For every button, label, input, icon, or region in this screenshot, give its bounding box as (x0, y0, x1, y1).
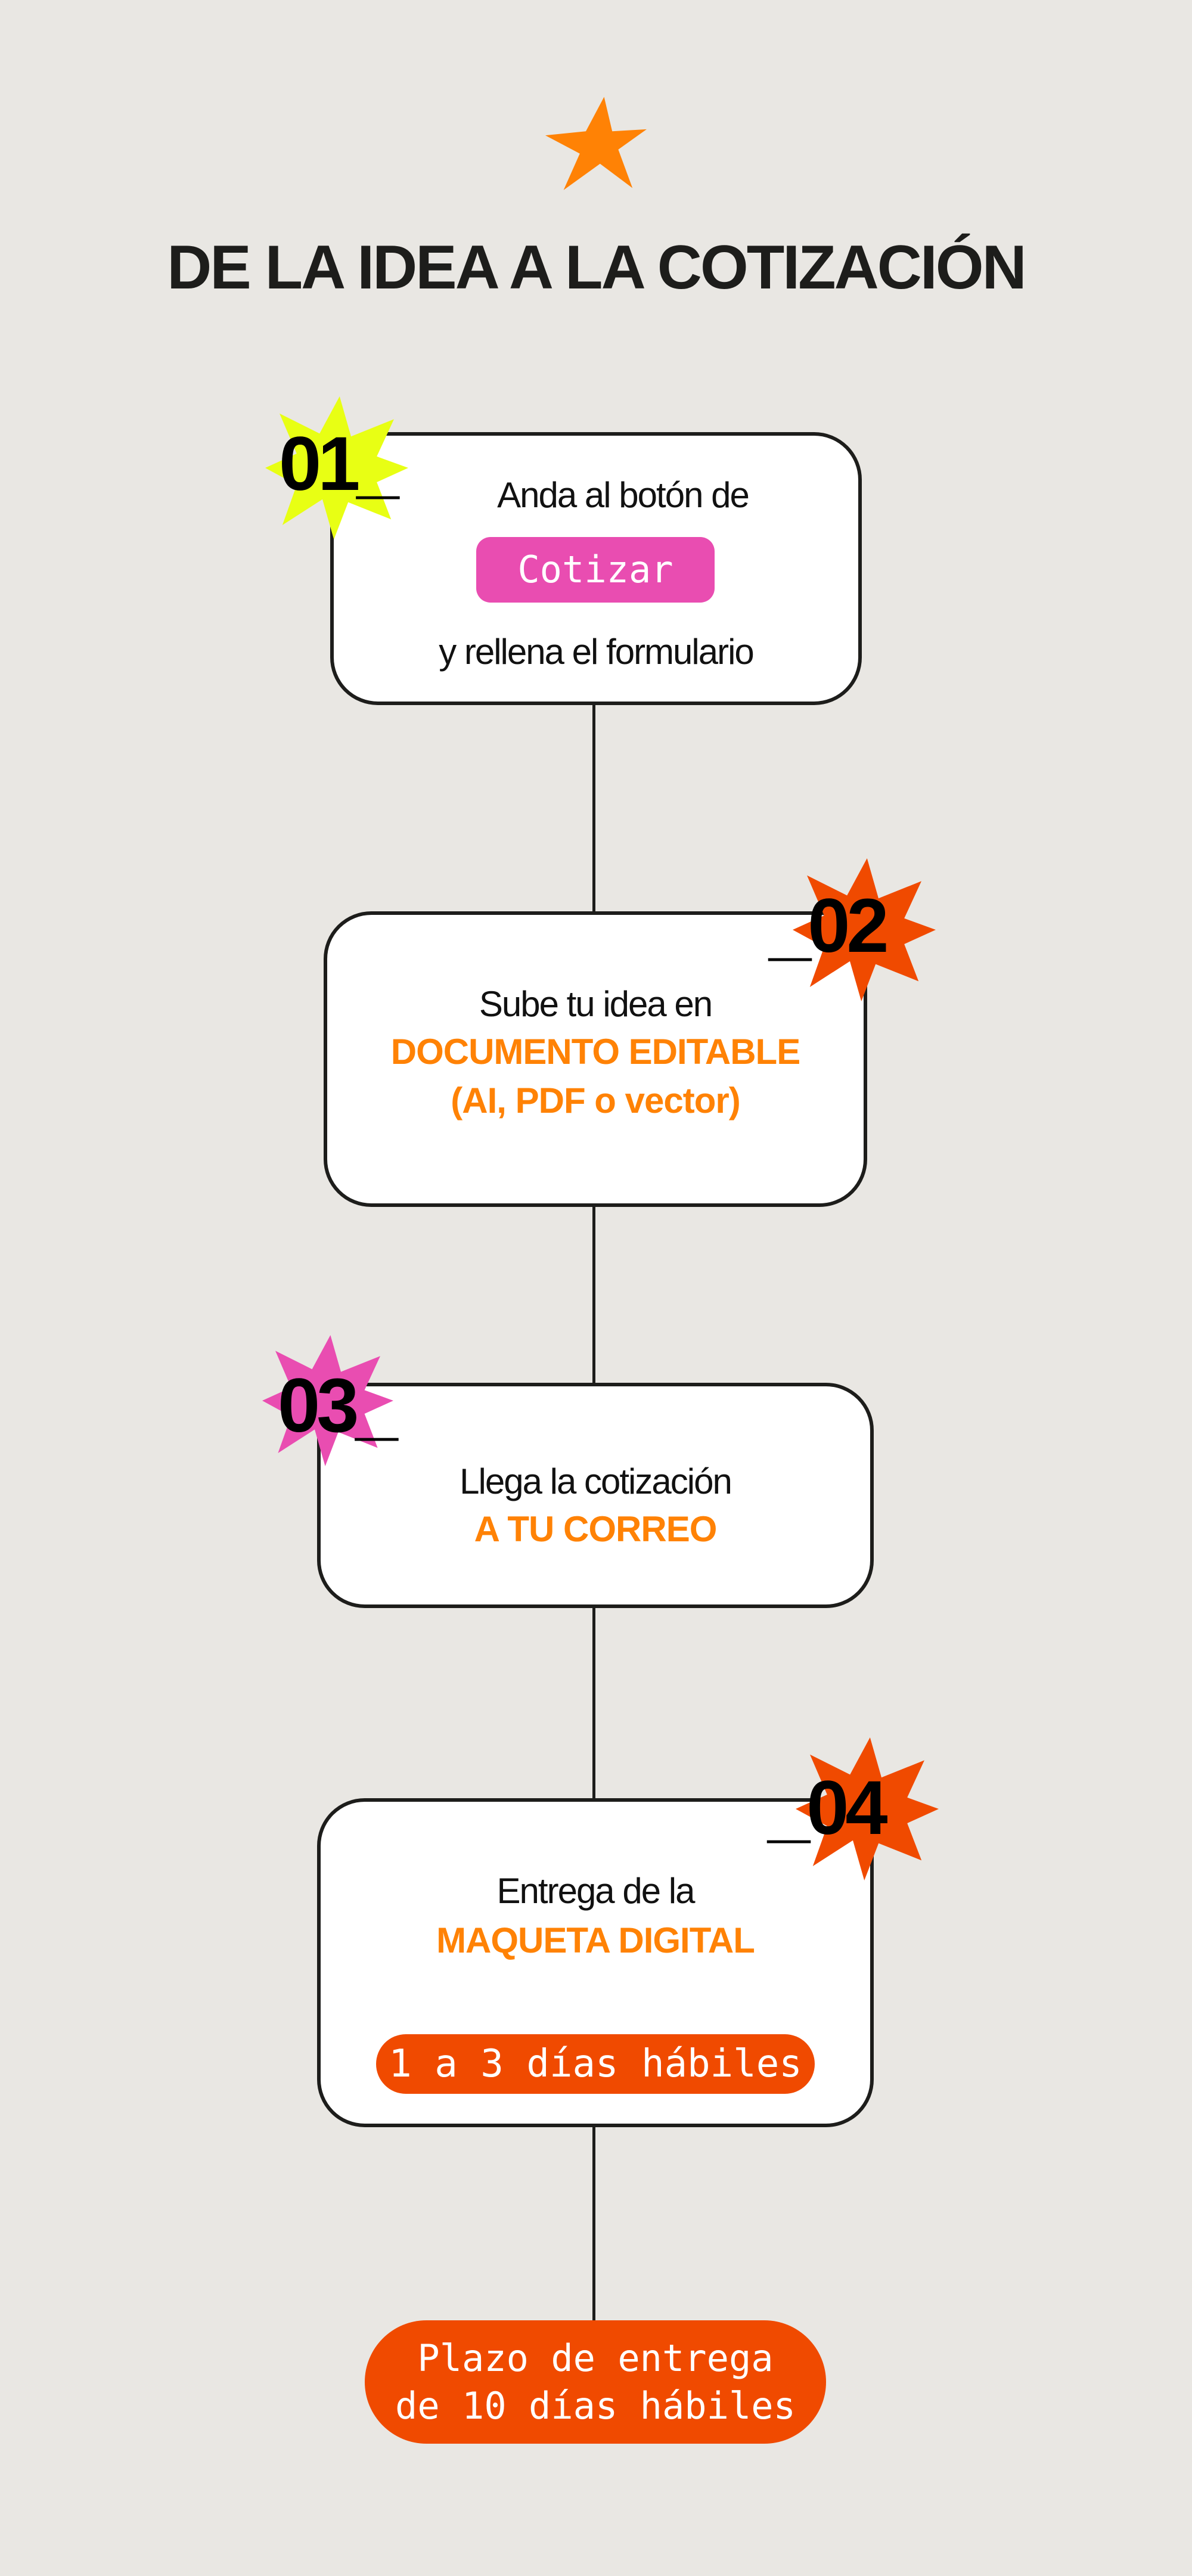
star-icon (545, 97, 647, 190)
step-4-highlight: MAQUETA DIGITAL (436, 1920, 755, 1960)
step-2-highlight: DOCUMENTO EDITABLE (390, 1032, 800, 1072)
delivery-time-pill: 1 a 3 días hábiles (376, 2034, 815, 2094)
step-4-text: Entrega de la (496, 1871, 696, 1911)
step-2-text: Sube tu idea en (479, 984, 713, 1024)
deadline-line-2: de 10 días hábiles (395, 2384, 796, 2428)
step-card-2: Sube tu idea en DOCUMENTO EDITABLE (AI, … (324, 911, 867, 1207)
step-3-text: Llega la cotización (460, 1461, 732, 1501)
step-number-3: 03_ (278, 1363, 398, 1448)
step-3-highlight: A TU CORREO (474, 1509, 718, 1549)
step-card-3: Llega la cotización A TU CORREO (317, 1383, 874, 1608)
page-title: DE LA IDEA A LA COTIZACIÓN (167, 233, 1027, 302)
step-number-2: _02 (769, 883, 889, 969)
starburst-icon (793, 858, 936, 1001)
step-number-4: _04 (768, 1765, 888, 1851)
delivery-deadline-pill: Plazo de entrega de 10 días hábiles (365, 2320, 826, 2444)
starburst-icon (796, 1737, 939, 1880)
step-card-1: Anda al botón de Cotizar y rellena el fo… (330, 432, 862, 705)
step-1-text-2: y rellena el formulario (439, 632, 755, 672)
starburst-icon (265, 396, 408, 539)
cotizar-button[interactable]: Cotizar (476, 537, 715, 603)
step-number-1: 01_ (279, 421, 399, 507)
step-2-formats: (AI, PDF o vector) (451, 1081, 740, 1121)
step-1-text: Anda al botón de (497, 475, 750, 515)
deadline-line-1: Plazo de entrega (417, 2336, 774, 2380)
starburst-icon (262, 1335, 393, 1466)
step-card-4: Entrega de la MAQUETA DIGITAL 1 a 3 días… (317, 1798, 874, 2127)
